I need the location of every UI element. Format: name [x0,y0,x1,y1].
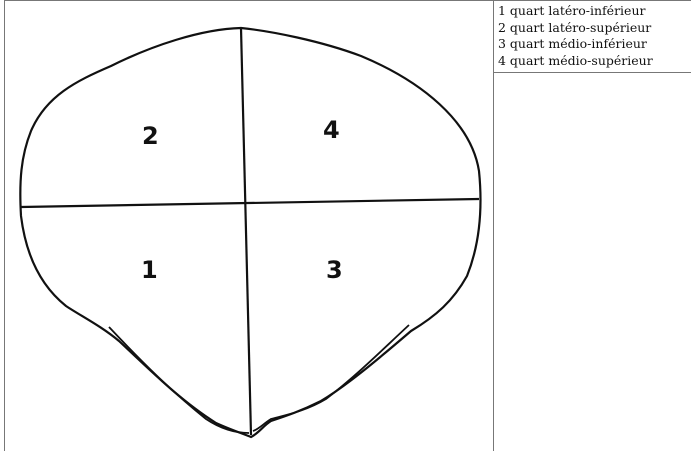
inner-rim-right [252,324,410,432]
quarter-label-2: 2 [142,122,159,150]
vertical-divider [239,27,253,436]
inner-rim-left [108,326,250,434]
quarter-label-3: 3 [326,256,343,284]
organ-outline [19,26,482,439]
legend-item-4: 4 quart médio-supérieur [498,52,653,68]
legend-item-1: 1 quart latéro-inférieur [498,3,646,18]
legend-item-2: 2 quart latéro-supérieur [498,19,652,35]
legend-cell: 1 quart latéro-inférieur 2 quart latéro-… [494,0,691,451]
diagram-cell: 2 4 1 3 [4,0,494,451]
legend: 1 quart latéro-inférieur 2 quart latéro-… [494,1,691,73]
quarter-label-1: 1 [141,256,158,284]
quarter-label-4: 4 [323,116,340,144]
legend-item-3: 3 quart médio-inférieur [498,36,647,51]
horizontal-divider [20,197,480,209]
quadrant-diagram: 2 4 1 3 [19,26,482,439]
